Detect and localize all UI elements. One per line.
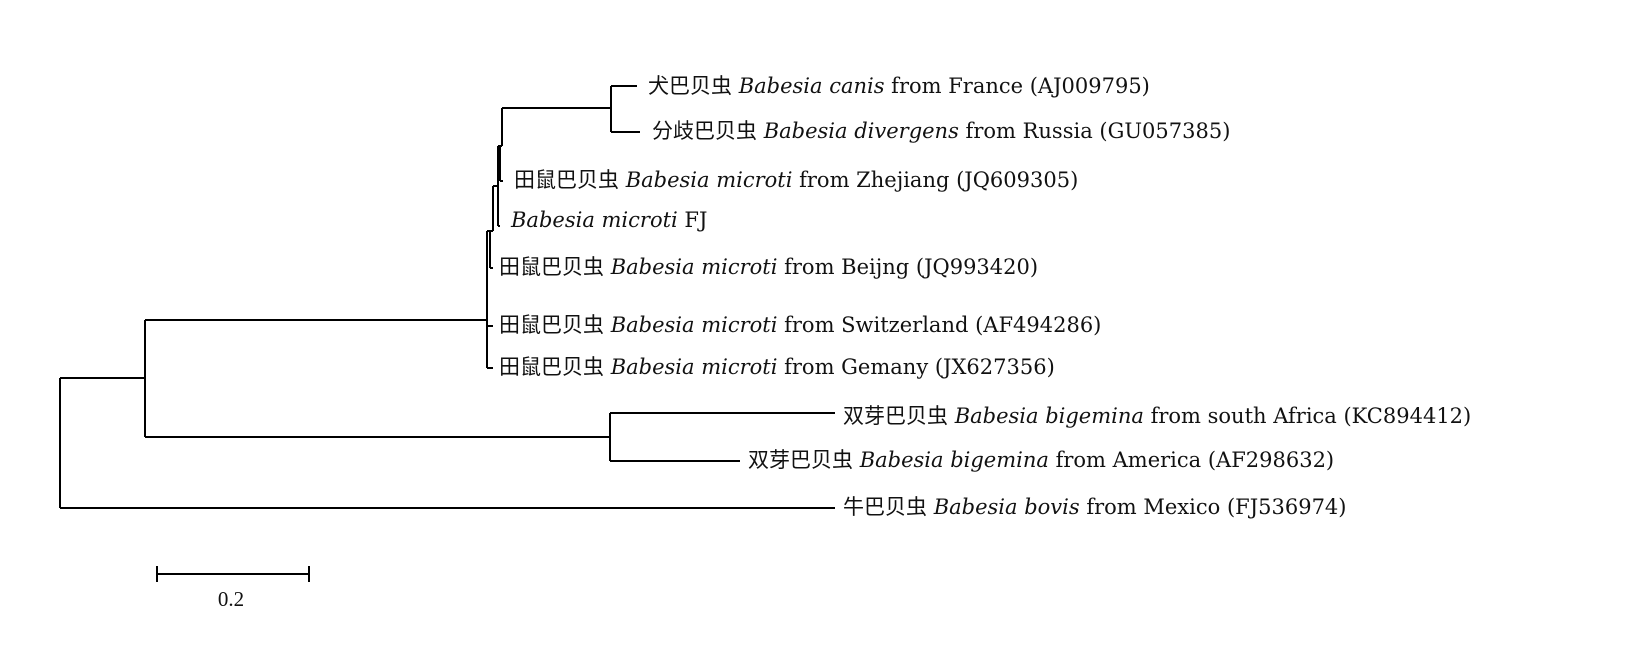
tree-branches	[59, 85, 835, 509]
scale-bar-label: 0.2	[218, 587, 244, 611]
leaf-label-bigemina-america: 双芽巴贝虫 Babesia bigemina from America (AF2…	[748, 448, 1334, 472]
leaf-label-microti-beijng: 田鼠巴贝虫 Babesia microti from Beijng (JQ993…	[499, 255, 1038, 279]
leaf-label-bovis-mexico: 牛巴贝虫 Babesia bovis from Mexico (FJ536974…	[843, 495, 1346, 519]
leaf-label-bigemina-south-africa: 双芽巴贝虫 Babesia bigemina from south Africa…	[843, 404, 1471, 428]
leaf-label-microti-switzerland: 田鼠巴贝虫 Babesia microti from Switzerland (…	[499, 313, 1101, 337]
leaf-labels: 犬巴贝虫 Babesia canis from France (AJ009795…	[499, 74, 1471, 519]
leaf-label-microti-zhejiang: 田鼠巴贝虫 Babesia microti from Zhejiang (JQ6…	[514, 168, 1078, 192]
leaf-label-microti-gemany: 田鼠巴贝虫 Babesia microti from Gemany (JX627…	[499, 355, 1055, 379]
scale-bar: 0.2	[156, 566, 310, 611]
leaf-label-microti-fj: Babesia microti FJ	[510, 208, 707, 232]
leaf-label-canis-france: 犬巴贝虫 Babesia canis from France (AJ009795…	[648, 74, 1150, 98]
leaf-label-divergens-russia: 分歧巴贝虫 Babesia divergens from Russia (GU0…	[652, 119, 1230, 143]
